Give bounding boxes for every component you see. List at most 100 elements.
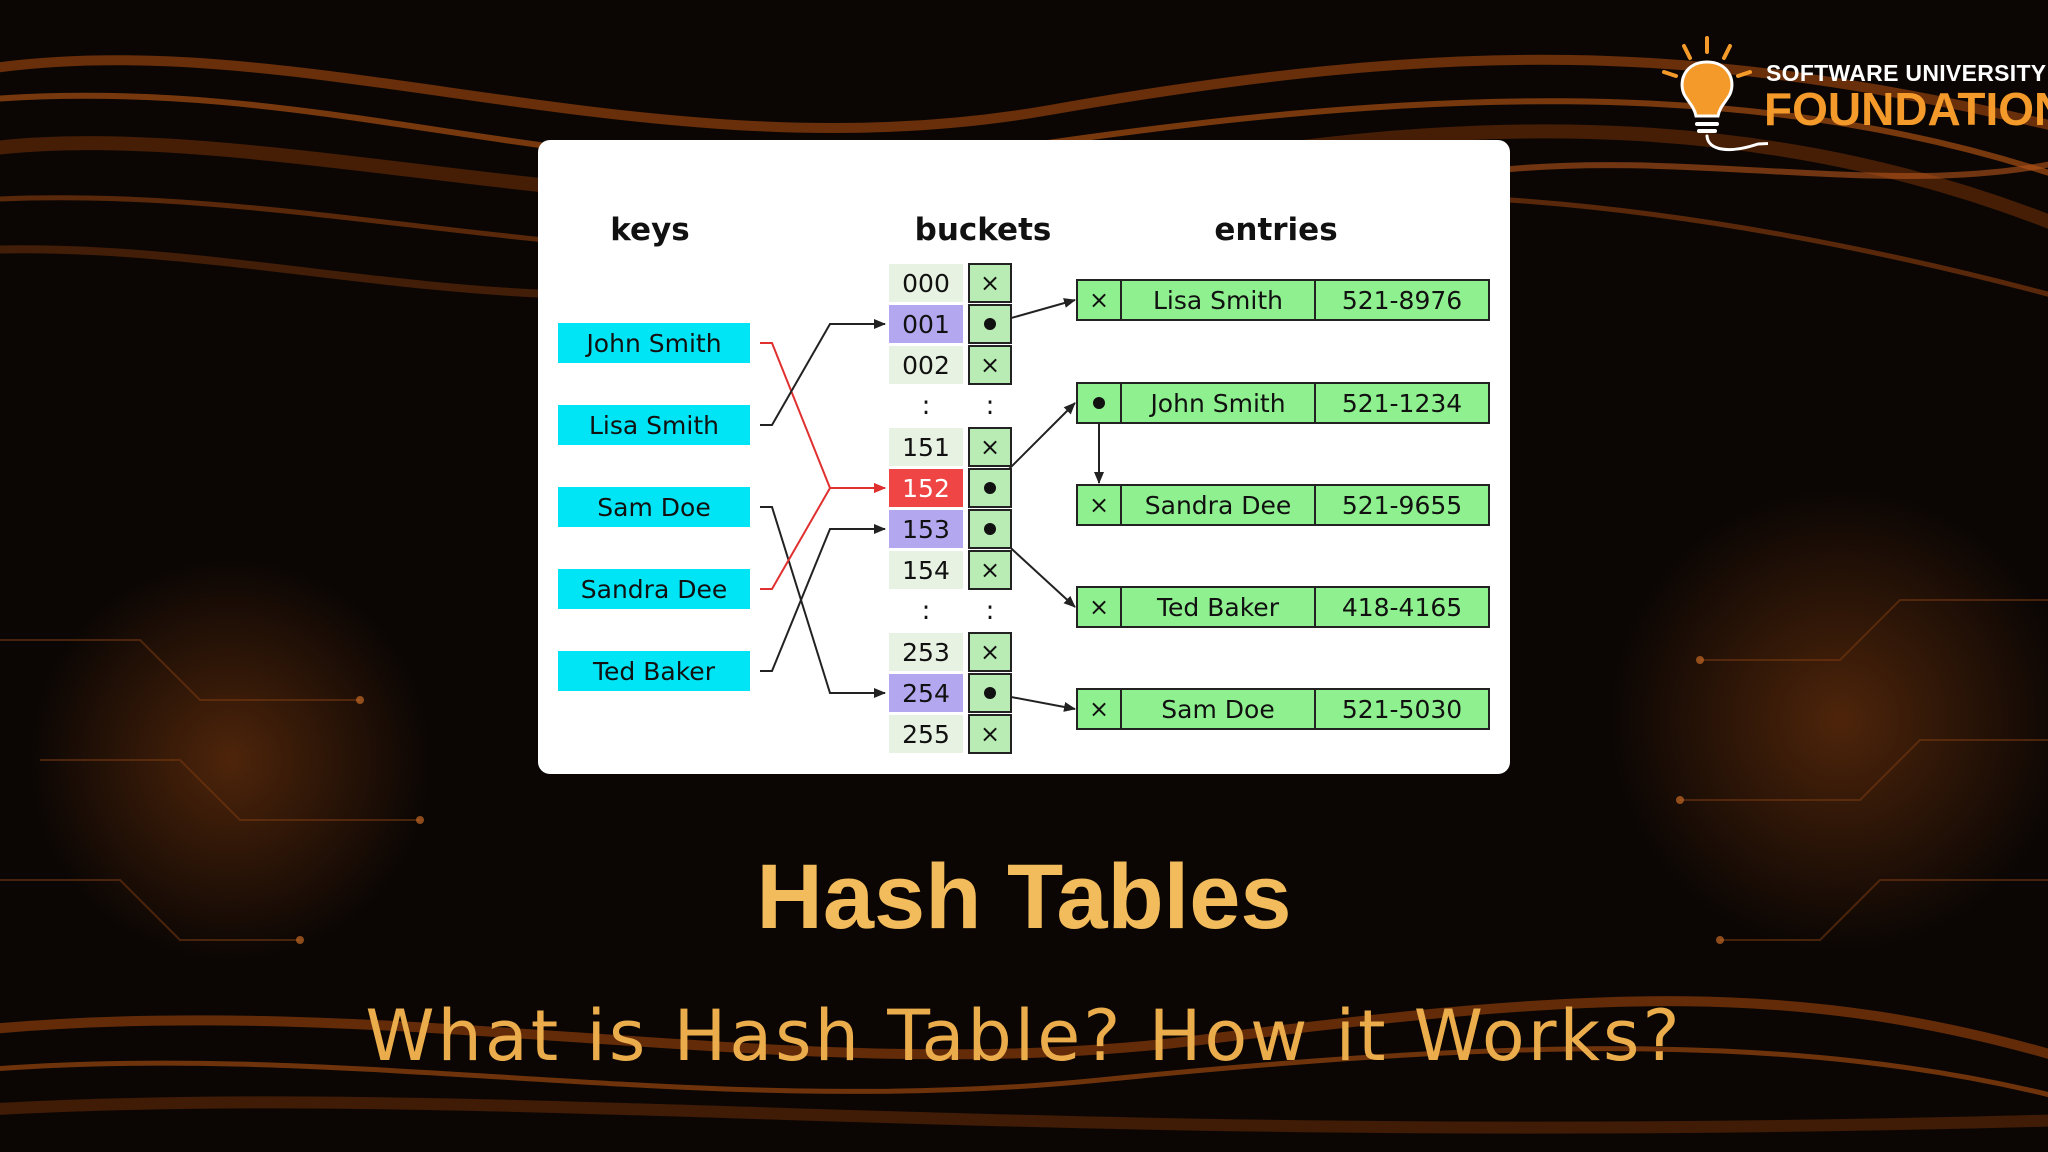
bucket-153: 153 [889, 509, 1012, 549]
entry-name-label: Sam Doe [1161, 695, 1274, 724]
bucket-index-box [889, 715, 963, 753]
bucket-index-box [889, 674, 963, 712]
header-keys: keys [610, 212, 689, 248]
empty-pointer-icon: × [980, 556, 1000, 584]
bucket-154: 154 × [889, 550, 1012, 590]
bucket-pointer-cell [968, 263, 1012, 303]
bucket-index-label: 253 [902, 638, 950, 667]
link-sandra-dee-to-bucket-152 [760, 483, 886, 590]
key-box [558, 569, 750, 609]
bucket-index-label: 254 [902, 679, 950, 708]
empty-pointer-icon: × [980, 269, 1000, 297]
link-john-smith-to-bucket-152 [760, 342, 886, 493]
bucket-pointer-cell [968, 714, 1012, 754]
bucket-index-label: 154 [902, 556, 950, 585]
entry-phone-cell [1314, 279, 1490, 321]
entry-phone-label: 521-9655 [1342, 491, 1462, 520]
entry-ted-baker: × Ted Baker 418-4165 [1076, 586, 1490, 628]
key-label: Ted Baker [592, 657, 716, 686]
entry-phone-label: 418-4165 [1342, 593, 1462, 622]
empty-pointer-icon: × [980, 351, 1000, 379]
slide-title: Hash Tables [756, 846, 1292, 948]
entry-name-label: Lisa Smith [1153, 286, 1283, 315]
bucket-index-label: 255 [902, 720, 950, 749]
empty-pointer-icon: × [980, 720, 1000, 748]
bucket-index-box [889, 264, 963, 302]
entry-phone-cell [1314, 484, 1490, 526]
bucket-pointer-cell [968, 673, 1012, 713]
logo-line-1: SOFTWARE UNIVERSITY [1766, 60, 2047, 86]
bucket-index-label: 002 [902, 351, 950, 380]
bucket-index-label: 152 [902, 474, 950, 503]
bucket-gap-label: : [922, 391, 931, 421]
bucket-gap: :: [922, 596, 995, 626]
bucket-255: 255 × [889, 714, 1012, 754]
bucket-index-box [889, 428, 963, 466]
bucket-index-box [889, 469, 963, 507]
bucket-002: 002 × [889, 345, 1012, 385]
entry-name-label: Sandra Dee [1145, 491, 1291, 520]
key-box [558, 651, 750, 691]
entry-pointer-cell [1076, 484, 1122, 526]
bucket-index-box [889, 633, 963, 671]
pointer-dot-icon [984, 523, 996, 535]
bucket-253: 253 × [889, 632, 1012, 672]
key-label: Lisa Smith [589, 411, 719, 440]
bucket-index-box [889, 346, 963, 384]
key-john-smith: John Smith [558, 323, 750, 363]
bucket-151: 151 × [889, 427, 1012, 467]
empty-pointer-icon: × [1089, 491, 1109, 519]
entry-name-cell [1120, 688, 1316, 730]
entry-name-cell [1120, 382, 1316, 424]
entry-name-label: Ted Baker [1156, 593, 1280, 622]
key-box [558, 487, 750, 527]
bucket-254: 254 [889, 673, 1012, 713]
key-box [558, 405, 750, 445]
lightbulb-icon [1662, 36, 1768, 151]
bucket-index-label: 000 [902, 269, 950, 298]
empty-pointer-icon: × [1089, 286, 1109, 314]
link-lisa-smith-to-bucket-001 [760, 319, 886, 426]
bucket-gap-label: : [986, 596, 995, 626]
key-label: Sam Doe [597, 493, 710, 522]
empty-pointer-icon: × [980, 638, 1000, 666]
empty-pointer-icon: × [1089, 695, 1109, 723]
bucket-index-box [889, 305, 963, 343]
bucket-001: 001 [889, 304, 1012, 344]
brand-logo: SOFTWARE UNIVERSITY FOUNDATION [1648, 32, 2048, 162]
empty-pointer-icon: × [980, 433, 1000, 461]
key-lisa-smith: Lisa Smith [558, 405, 750, 445]
logo-line-2: FOUNDATION [1764, 83, 2048, 135]
slide-subtitle: What is Hash Table? How it Works? [365, 995, 1683, 1077]
key-label: John Smith [584, 329, 721, 358]
key-label: Sandra Dee [581, 575, 727, 604]
header-buckets: buckets [915, 212, 1052, 248]
entry-sandra-dee: × Sandra Dee 521-9655 [1076, 484, 1490, 526]
key-box [558, 323, 750, 363]
link-sam-doe-to-bucket-254 [760, 506, 886, 698]
bucket-pointer-cell [968, 427, 1012, 467]
key-sam-doe: Sam Doe [558, 487, 750, 527]
bucket-000: 000 × [889, 263, 1012, 303]
empty-pointer-icon: × [1089, 593, 1109, 621]
header-entries: entries [1214, 212, 1337, 248]
entry-phone-cell [1314, 688, 1490, 730]
entry-name-label: John Smith [1148, 389, 1285, 418]
bucket-index-label: 153 [902, 515, 950, 544]
bucket-gap: :: [922, 391, 995, 421]
key-sandra-dee: Sandra Dee [558, 569, 750, 609]
bucket-pointer-cell [968, 345, 1012, 385]
pointer-dot-icon [984, 318, 996, 330]
pointer-dot-icon [1093, 397, 1105, 409]
pointer-dot-icon [984, 482, 996, 494]
entry-pointer-cell [1076, 279, 1122, 321]
bucket-index-box [889, 551, 963, 589]
key-ted-baker: Ted Baker [558, 651, 750, 691]
bucket-index-label: 151 [902, 433, 950, 462]
bucket-pointer-cell [968, 550, 1012, 590]
pointer-dot-icon [984, 687, 996, 699]
